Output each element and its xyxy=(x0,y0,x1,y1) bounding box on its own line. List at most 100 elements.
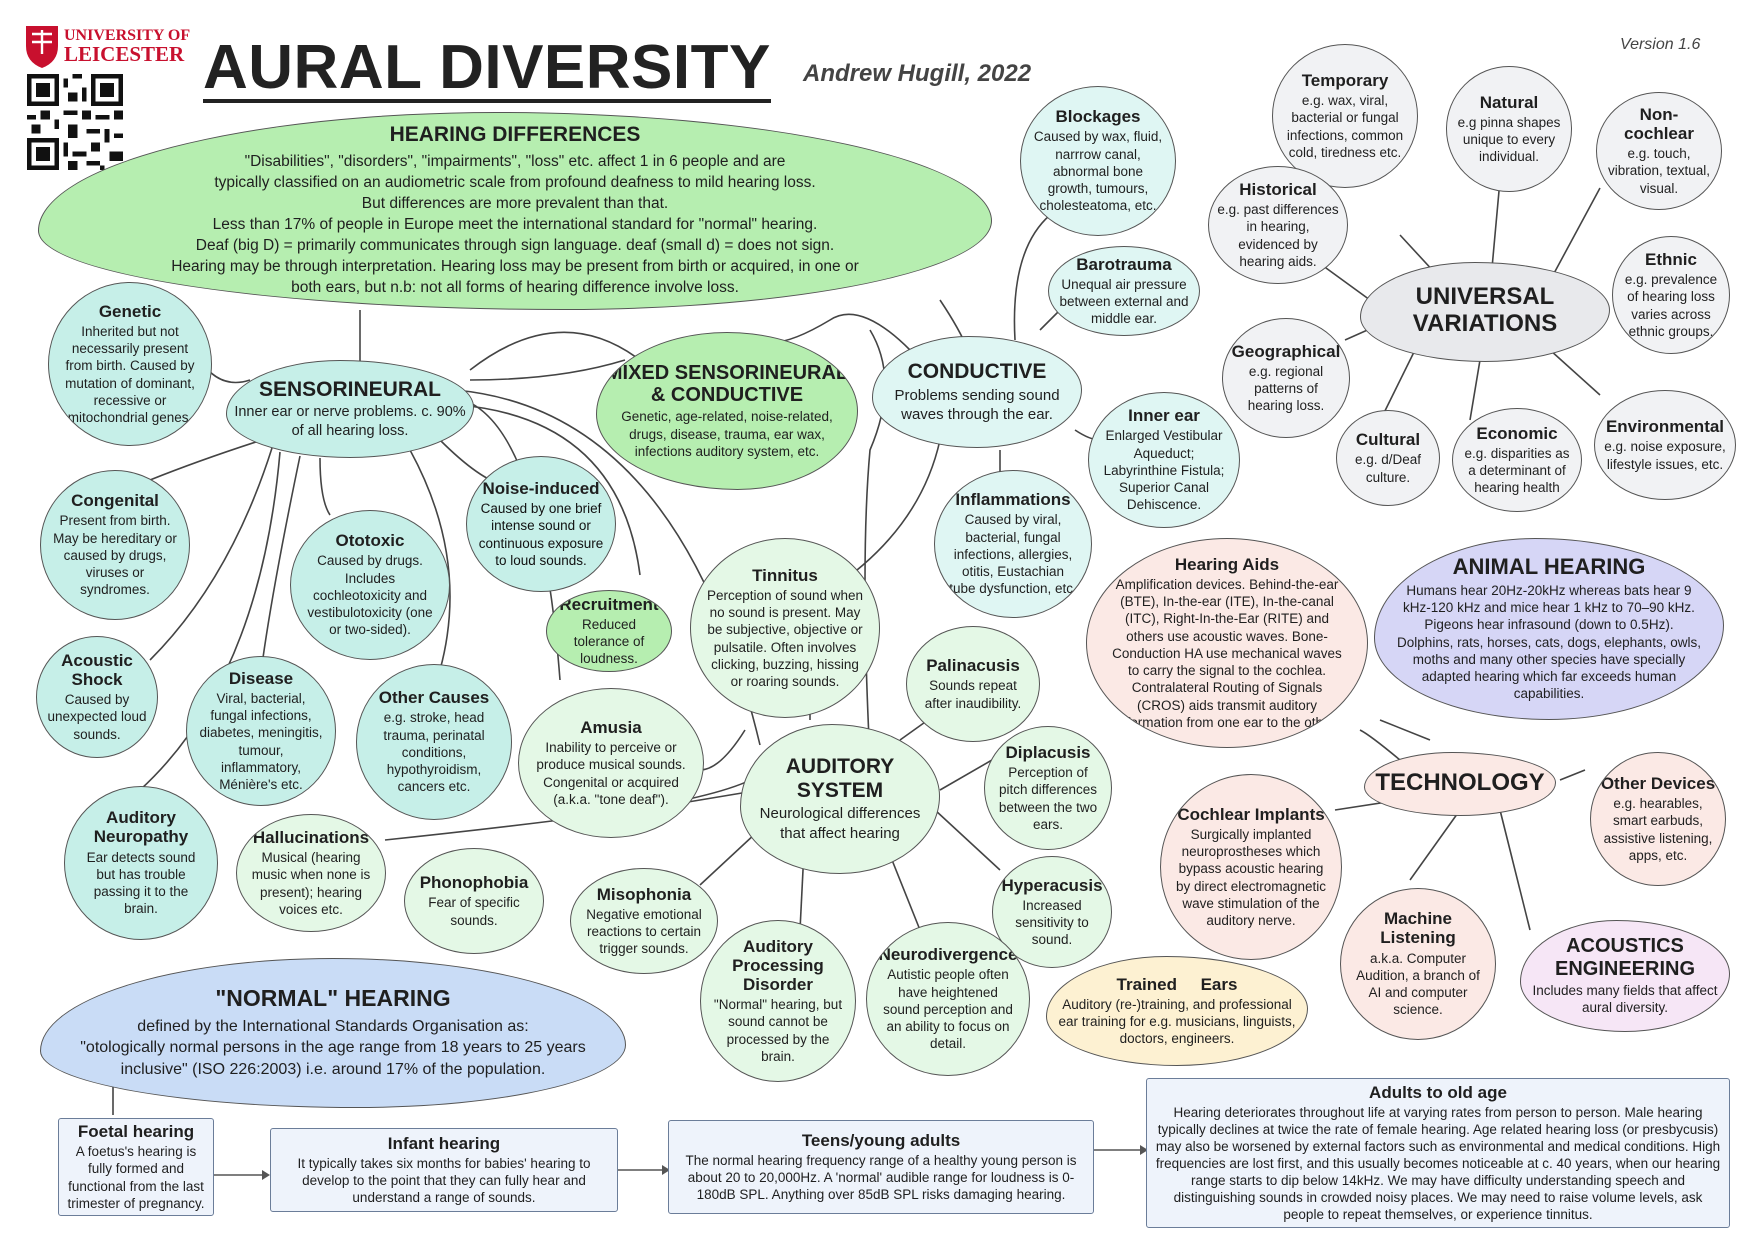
hd-line: But differences are more prevalent than … xyxy=(361,195,669,213)
acoustics-engineering-body: Includes many fields that affect aural d… xyxy=(1532,983,1718,1016)
blockages-node: Blockages Caused by wax, fluid, narrrow … xyxy=(1020,86,1176,236)
noise-induced-title: Noise-induced xyxy=(482,478,600,498)
ototoxic-node: Ototoxic Caused by drugs. Includes cochl… xyxy=(290,510,450,660)
hyperacusis-node: Hyperacusis Increased sensitivity to sou… xyxy=(992,856,1112,968)
conductive-title: CONDUCTIVE xyxy=(907,360,1047,384)
hd-line: "Disabilities", "disorders", "impairment… xyxy=(244,152,786,170)
apd-body: "Normal" hearing, but sound cannot be pr… xyxy=(713,997,843,1064)
barotrauma-node: Barotrauma Unequal air pressure between … xyxy=(1048,246,1200,336)
amusia-body: Inability to perceive or produce musical… xyxy=(536,739,686,807)
logo-line2: LEICESTER xyxy=(64,42,185,66)
author-credit: Andrew Hugill, 2022 xyxy=(803,60,1032,87)
diplacusis-title: Diplacusis xyxy=(1005,742,1091,762)
natural-node: Natural e.g pinna shapes unique to every… xyxy=(1446,66,1572,192)
acoustic-shock-node: Acoustic Shock Caused by unexpected loud… xyxy=(36,636,158,758)
animal-hearing-body: Humans hear 20Hz-20kHz whereas bats hear… xyxy=(1397,582,1701,702)
machine-listening-node: Machine Listening a.k.a. Computer Auditi… xyxy=(1340,888,1496,1040)
nh-line: defined by the International Standards O… xyxy=(137,1017,529,1035)
diplacusis-body: Perception of pitch differences between … xyxy=(998,764,1098,832)
auditory-system-node: AUDITORY SYSTEM Neurological differences… xyxy=(740,724,940,874)
technology-title: TECHNOLOGY xyxy=(1375,768,1545,796)
other-devices-node: Other Devices e.g. hearables, smart earb… xyxy=(1590,752,1726,886)
genetic-title: Genetic xyxy=(98,301,162,321)
lifespan-title: Foetal hearing xyxy=(77,1121,195,1141)
inflammations-body: Caused by viral, bacterial, fungal infec… xyxy=(949,512,1077,597)
palinacusis-title: Palinacusis xyxy=(926,656,1020,676)
mixed-title: MIXED SENSORINEURAL & CONDUCTIVE xyxy=(605,361,849,407)
hearing-differences-title: HEARING DIFFERENCES xyxy=(389,123,641,147)
sensorineural-title: SENSORINEURAL xyxy=(258,377,442,401)
universal-variations-title: UNIVERSAL VARIATIONS xyxy=(1412,283,1558,337)
misophonia-body: Negative emotional reactions to certain … xyxy=(586,906,702,957)
lifespan-title: Infant hearing xyxy=(387,1133,501,1153)
hd-line: both ears, but n.b: not all forms of hea… xyxy=(291,279,739,297)
conductive-body: Problems sending sound waves through the… xyxy=(894,386,1060,423)
cultural-title: Cultural xyxy=(1355,430,1421,450)
economic-node: Economic e.g. disparities as a determina… xyxy=(1452,408,1582,512)
animal-hearing-node: ANIMAL HEARING Humans hear 20Hz-20kHz wh… xyxy=(1374,538,1724,720)
natural-body: e.g pinna shapes unique to every individ… xyxy=(1457,114,1561,165)
economic-title: Economic xyxy=(1476,423,1558,443)
hd-line: Deaf (big D) = primarily communicates th… xyxy=(195,237,835,255)
historical-node: Historical e.g. past differences in hear… xyxy=(1208,166,1348,284)
hearing-aids-title: Hearing Aids xyxy=(1174,554,1280,574)
trained-ears-node: Trained Ears Auditory (re-)training, and… xyxy=(1046,956,1308,1066)
recruitment-body: Reduced tolerance of loudness. xyxy=(573,616,645,667)
recruitment-title: Recruitment xyxy=(559,594,659,614)
recruitment-node: Recruitment Reduced tolerance of loudnes… xyxy=(546,590,672,672)
noise-induced-node: Noise-induced Caused by one brief intens… xyxy=(466,456,616,592)
technology-node: TECHNOLOGY xyxy=(1364,752,1556,816)
environmental-node: Environmental e.g. noise exposure, lifes… xyxy=(1594,390,1736,500)
sensorineural-body: Inner ear or nerve problems. c. 90% of a… xyxy=(234,404,466,439)
acoustic-shock-title: Acoustic Shock xyxy=(61,651,133,690)
amusia-title: Amusia xyxy=(580,717,642,737)
nh-line: inclusive" (ISO 226:2003) i.e. around 17… xyxy=(120,1060,546,1078)
barotrauma-title: Barotrauma xyxy=(1076,254,1172,274)
normal-hearing-text: defined by the International Standards O… xyxy=(80,1016,586,1080)
nh-line: "otologically normal persons in the age … xyxy=(80,1039,586,1057)
non-cochlear-title: Non-cochlear xyxy=(1624,105,1694,144)
neurodivergence-title: Neurodivergence xyxy=(878,945,1018,965)
diplacusis-node: Diplacusis Perception of pitch differenc… xyxy=(984,726,1112,850)
phonophobia-title: Phonophobia xyxy=(419,873,529,893)
acoustics-engineering-node: ACOUSTICS ENGINEERING Includes many fiel… xyxy=(1520,920,1730,1032)
other-causes-node: Other Causes e.g. stroke, head trauma, p… xyxy=(356,664,512,820)
qr-code-icon xyxy=(27,74,123,170)
disease-title: Disease xyxy=(228,668,294,688)
environmental-body: e.g. noise exposure, lifestyle issues, e… xyxy=(1604,439,1726,472)
mixed-body: Genetic, age-related, noise-related, dru… xyxy=(621,409,833,460)
phonophobia-node: Phonophobia Fear of specific sounds. xyxy=(404,848,544,954)
inner-ear-title: Inner ear xyxy=(1128,406,1200,426)
cochlear-implants-body: Surgically implanted neuroprostheses whi… xyxy=(1175,826,1327,929)
sensorineural-node: SENSORINEURAL Inner ear or nerve problem… xyxy=(226,360,474,458)
lifespan-body: Hearing deteriorates throughout life at … xyxy=(1155,1105,1721,1223)
lifespan-box-infant: Infant hearing It typically takes six mo… xyxy=(270,1128,618,1212)
non-cochlear-node: Non-cochlear e.g. touch, vibration, text… xyxy=(1596,92,1722,210)
machine-listening-title: Machine Listening xyxy=(1380,909,1456,948)
page-title: AURAL DIVERSITY xyxy=(203,33,771,104)
historical-title: Historical xyxy=(1239,179,1317,199)
hyperacusis-title: Hyperacusis xyxy=(1001,875,1103,895)
inner-ear-body: Enlarged Vestibular Aqueduct; Labyrinthi… xyxy=(1103,428,1225,513)
misophonia-node: Misophonia Negative emotional reactions … xyxy=(570,868,718,974)
lifespan-title: Teens/young adults xyxy=(801,1130,961,1150)
normal-hearing-node: "NORMAL" HEARING defined by the Internat… xyxy=(40,958,626,1108)
congenital-body: Present from birth. May be hereditary or… xyxy=(53,513,177,598)
hallucinations-node: Hallucinations Musical (hearing music wh… xyxy=(236,814,386,932)
mixed-node: MIXED SENSORINEURAL & CONDUCTIVE Genetic… xyxy=(596,332,858,490)
hd-line: Less than 17% of people in Europe meet t… xyxy=(212,216,818,234)
auditory-neuropathy-body: Ear detects sound but has trouble passin… xyxy=(86,849,196,917)
geographical-body: e.g. regional patterns of hearing loss. xyxy=(1247,363,1325,414)
tinnitus-node: Tinnitus Perception of sound when no sou… xyxy=(690,538,880,718)
tinnitus-body: Perception of sound when no sound is pre… xyxy=(706,587,864,690)
misophonia-title: Misophonia xyxy=(596,884,692,904)
genetic-body: Inherited but not necessarily present fr… xyxy=(65,323,195,426)
lifespan-box-teens: Teens/young adults The normal hearing fr… xyxy=(668,1120,1094,1214)
lifespan-box-adults: Adults to old age Hearing deteriorates t… xyxy=(1146,1078,1730,1228)
hearing-differences-node: HEARING DIFFERENCES "Disabilities", "dis… xyxy=(38,112,992,310)
hyperacusis-body: Increased sensitivity to sound. xyxy=(1015,897,1089,948)
auditory-neuropathy-title: Auditory Neuropathy xyxy=(93,808,189,847)
tinnitus-title: Tinnitus xyxy=(752,565,818,585)
environmental-title: Environmental xyxy=(1605,417,1725,437)
lifespan-body: It typically takes six months for babies… xyxy=(297,1155,591,1206)
